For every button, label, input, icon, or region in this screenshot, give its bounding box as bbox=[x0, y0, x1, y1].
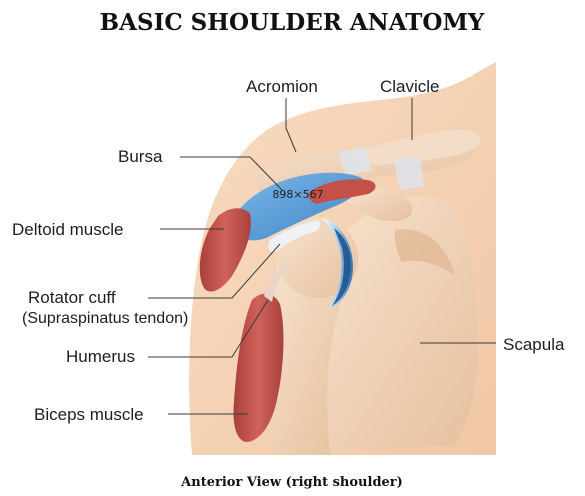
label-humerus: Humerus bbox=[66, 347, 135, 366]
label-bursa: Bursa bbox=[118, 147, 163, 166]
watermark-label: 898×567 bbox=[272, 188, 323, 201]
label-clavicle: Clavicle bbox=[380, 77, 440, 96]
diagram-title: BASIC SHOULDER ANATOMY bbox=[100, 9, 485, 36]
label-acromion: Acromion bbox=[246, 77, 318, 96]
label-biceps: Biceps muscle bbox=[34, 405, 144, 424]
label-rotator-cuff-sub: (Supraspinatus tendon) bbox=[22, 310, 188, 327]
label-scapula: Scapula bbox=[503, 335, 565, 354]
diagram-caption: Anterior View (right shoulder) bbox=[180, 475, 403, 490]
label-deltoid: Deltoid muscle bbox=[12, 220, 124, 239]
label-rotator-cuff: Rotator cuff bbox=[28, 288, 116, 307]
